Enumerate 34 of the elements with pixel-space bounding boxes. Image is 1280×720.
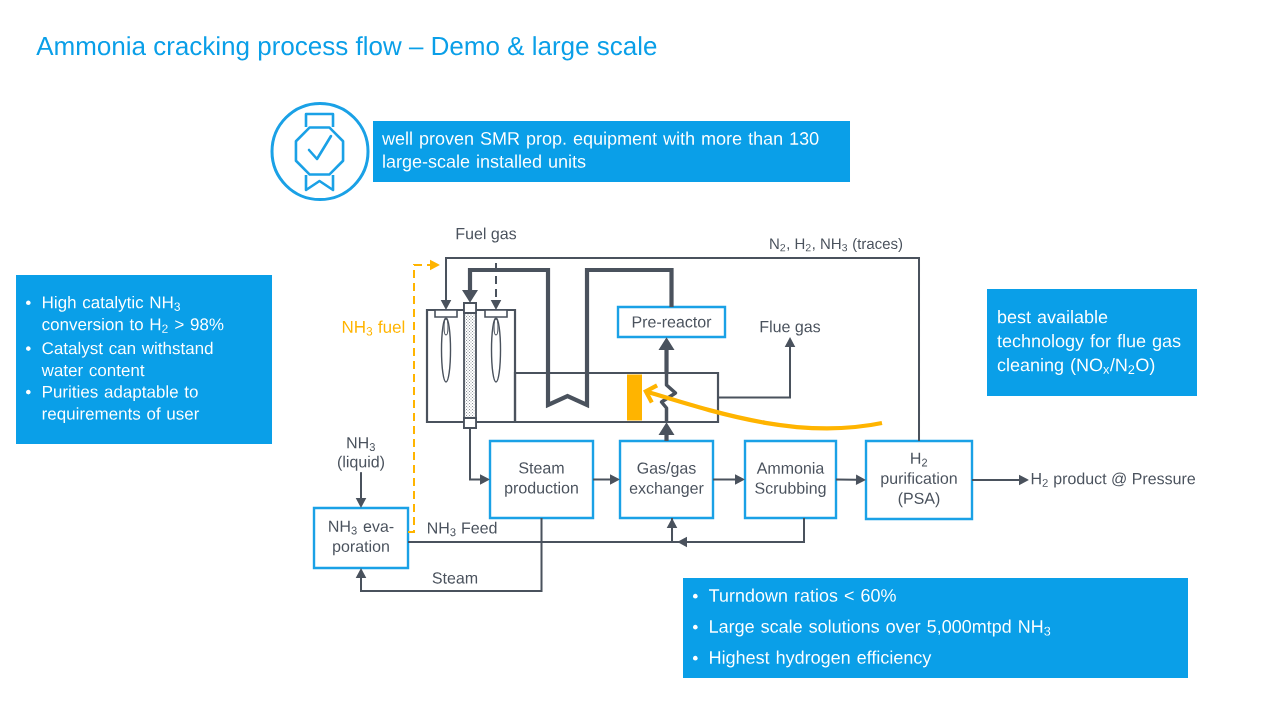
- process-box: Steam production: [488, 439, 595, 520]
- arrow: [355, 517, 543, 592]
- bullet-text: Large scale solutions over 5,000mtpd NH$_{3}$: [710, 619, 1051, 637]
- convection-box: [513, 371, 720, 424]
- process-box: H$_{2}$ purification (PSA): [864, 439, 974, 521]
- title: Ammonia cracking process flow – Demo & large scale: [36, 36, 657, 61]
- callout-box: [16, 275, 272, 444]
- catalyst-tube: [463, 302, 477, 429]
- bullet-text: High catalytic NH$_{3}$ conversion to H$_{2}$ > 98%: [42, 295, 224, 333]
- bullet-text: Catalyst can withstand water content: [41, 341, 213, 377]
- bullet-text: Purities adaptable to requirements of user: [42, 385, 200, 424]
- arrow: [643, 383, 883, 431]
- callout-box: best available technology for flue gas cleaning (NO$_{x}$/N$_{2}$O): [987, 289, 1197, 396]
- callout-box: well proven SMR prop. equipment with more than 130 large-scale installed units: [373, 121, 850, 182]
- process-box: Ammonia Scrubbing: [743, 439, 838, 520]
- furnace-box: [425, 308, 517, 424]
- edge-label: NH$_{3}$ fuel: [340, 319, 407, 337]
- burner: [434, 309, 458, 383]
- process-box: NH$_{3}$ eva- poration: [312, 506, 410, 570]
- stream-label: Fuel gas: [456, 227, 517, 243]
- stream-label: Flue gas: [760, 320, 821, 336]
- arrow: [671, 517, 805, 548]
- process-box: Gas/gas exchanger: [618, 439, 715, 520]
- edge-label: NH$_{3}$ Feed: [425, 520, 499, 538]
- edge-label: N$_{2}$, H$_{2}$, NH$_{3}$ (traces): [767, 236, 905, 254]
- bullet-text: Turndown ratios < 60%: [709, 588, 896, 602]
- stream-label: NH$_{3}$ (liquid): [338, 437, 384, 471]
- callout-box: [683, 578, 1188, 678]
- bullet-text: Highest hydrogen efficiency: [710, 650, 932, 668]
- process-box: Pre-reactor: [616, 305, 727, 339]
- edge-label: Steam: [430, 570, 480, 586]
- vertical-bar: [627, 374, 642, 421]
- burner: [484, 309, 508, 383]
- stream-label: H$_{2}$ product @ Pressure: [1031, 472, 1195, 488]
